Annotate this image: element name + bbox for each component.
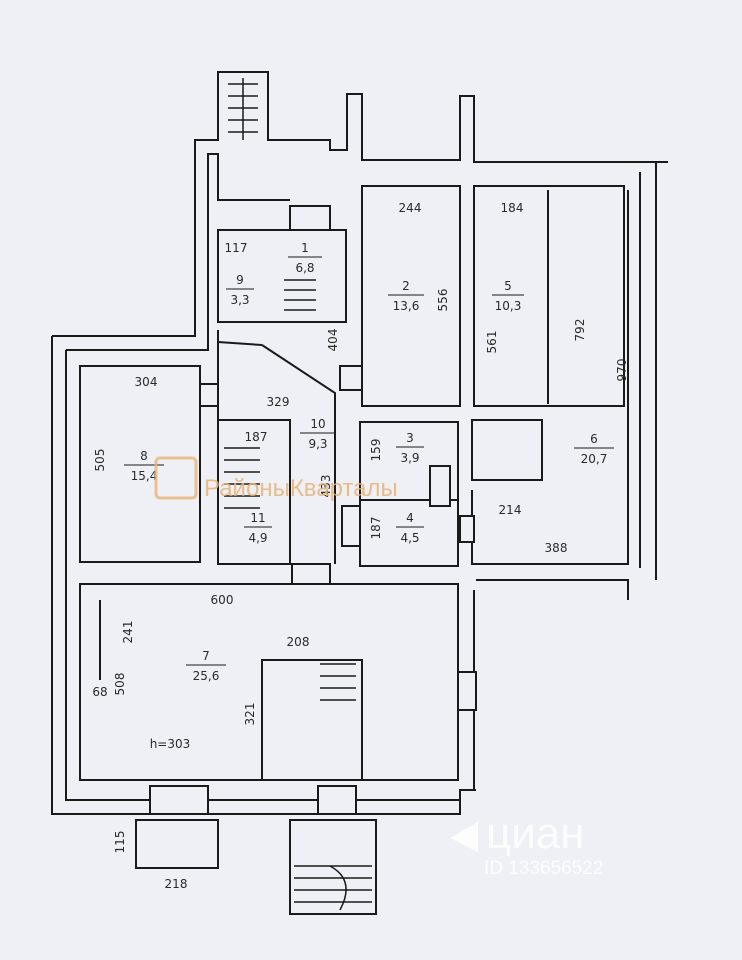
cian-watermark-text: циан <box>486 809 585 858</box>
dim-388: 388 <box>545 541 568 555</box>
room-2-label: 2 13,6 <box>388 279 424 313</box>
dim-433: 433 <box>319 475 333 498</box>
dim-600: 600 <box>211 593 234 607</box>
door-marks <box>149 205 477 815</box>
dim-115: 115 <box>113 831 127 854</box>
stair-bottom-porch <box>294 865 372 911</box>
dim-792: 792 <box>573 319 587 342</box>
room-labels: 1 6,8 2 13,6 3 3,9 4 4,5 5 10,3 6 20,7 <box>124 241 614 683</box>
svg-text:6,8: 6,8 <box>295 261 314 275</box>
room-3-label: 3 3,9 <box>396 431 424 465</box>
dim-208: 208 <box>287 635 310 649</box>
dim-508: 508 <box>113 673 127 696</box>
dim-505: 505 <box>93 449 107 472</box>
svg-text:10: 10 <box>310 417 325 431</box>
dim-404: 404 <box>326 329 340 352</box>
svg-text:5: 5 <box>504 279 512 293</box>
room-1-label: 1 6,8 <box>288 241 322 275</box>
dim-117: 117 <box>225 241 248 255</box>
svg-text:4,5: 4,5 <box>400 531 419 545</box>
dim-218: 218 <box>165 877 188 891</box>
svg-text:20,7: 20,7 <box>581 452 608 466</box>
svg-text:6: 6 <box>590 432 598 446</box>
svg-text:4: 4 <box>406 511 414 525</box>
svg-text:7: 7 <box>202 649 210 663</box>
dim-321: 321 <box>243 703 257 726</box>
dim-244: 244 <box>399 201 422 215</box>
svg-text:15,4: 15,4 <box>131 469 158 483</box>
svg-text:3,3: 3,3 <box>230 293 249 307</box>
watermark-rayony: РайоныКварталы <box>154 456 398 502</box>
dim-187-top: 187 <box>245 430 268 444</box>
svg-text:1: 1 <box>301 241 309 255</box>
stair-room-1 <box>284 279 316 311</box>
room-9-label: 9 3,3 <box>226 273 254 307</box>
dim-329: 329 <box>267 395 290 409</box>
dim-241: 241 <box>121 621 135 644</box>
svg-text:11: 11 <box>250 511 265 525</box>
svg-text:3,9: 3,9 <box>400 451 419 465</box>
rayony-watermark-text: РайоныКварталы <box>204 475 398 502</box>
svg-text:4,9: 4,9 <box>248 531 267 545</box>
room-6-label: 6 20,7 <box>574 432 614 466</box>
stair-room-11 <box>224 447 260 509</box>
room-7-label: 7 25,6 <box>186 649 226 683</box>
stairs <box>224 78 372 911</box>
stair-top-left <box>228 78 258 140</box>
dim-68: 68 <box>92 685 107 699</box>
svg-text:10,3: 10,3 <box>495 299 522 313</box>
svg-text:9,3: 9,3 <box>308 437 327 451</box>
svg-text:8: 8 <box>140 449 148 463</box>
dim-214: 214 <box>499 503 522 517</box>
dim-556: 556 <box>436 289 450 312</box>
dim-304: 304 <box>135 375 158 389</box>
svg-text:25,6: 25,6 <box>193 669 220 683</box>
cian-logo-icon <box>450 822 478 852</box>
room-10-label: 10 9,3 <box>300 417 336 451</box>
svg-text:9: 9 <box>236 273 244 287</box>
stair-room-7 <box>320 663 356 701</box>
ceiling-height: h=303 <box>150 737 191 751</box>
listing-id-watermark: ID 133656522 <box>484 858 603 879</box>
watermark-cian: циан ID 133656522 <box>450 809 603 879</box>
dim-159: 159 <box>369 439 383 462</box>
rayony-logo-icon <box>154 456 198 500</box>
svg-text:3: 3 <box>406 431 414 445</box>
svg-text:13,6: 13,6 <box>393 299 420 313</box>
room-11-label: 11 4,9 <box>244 511 272 545</box>
dimension-labels: 117 244 184 556 561 792 970 404 304 329 … <box>92 201 629 891</box>
dim-561: 561 <box>485 331 499 354</box>
dim-187-side: 187 <box>369 517 383 540</box>
dim-970: 970 <box>615 359 629 382</box>
room-4-label: 4 4,5 <box>396 511 424 545</box>
dim-184: 184 <box>501 201 524 215</box>
room-5-label: 5 10,3 <box>492 279 524 313</box>
svg-text:2: 2 <box>402 279 410 293</box>
